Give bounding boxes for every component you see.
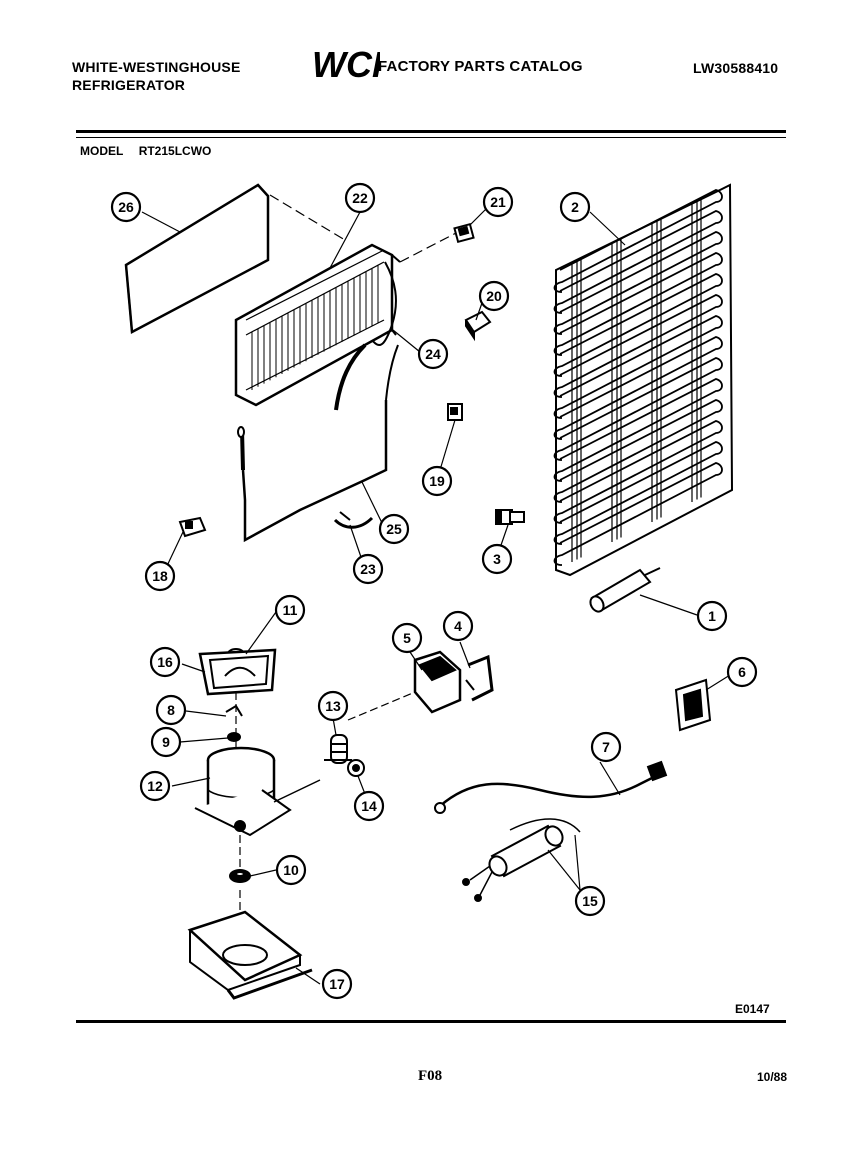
callout-label: 23 [360,561,376,577]
part-17-base [187,910,313,1000]
callout-label: 18 [152,568,168,584]
part-21-clip [453,222,475,244]
part-18-clip [178,516,207,538]
part-25-capillary [237,400,388,543]
part-9-washer [227,732,241,742]
catalog-title: FACTORY PARTS CATALOG [378,58,583,75]
callout-label: 1 [708,608,716,624]
footer-rule [76,1020,786,1023]
page-number: F08 [418,1068,443,1084]
brand-block: WHITE-WESTINGHOUSE REFRIGERATOR [72,58,240,94]
part-1-drier [589,567,661,613]
callout-3: 3 [481,543,513,575]
callout-label: 13 [325,698,341,714]
callout-label: 14 [361,798,377,814]
callout-label: 19 [429,473,445,489]
callout-leaders [141,204,731,985]
leader-13-5 [347,689,421,721]
callout-10: 10 [275,854,307,886]
part-26-panel [124,183,270,334]
callout-2: 2 [559,191,591,223]
callout-26: 26 [110,191,142,223]
callout-21: 21 [482,186,514,218]
callout-label: 25 [386,521,402,537]
callout-16: 16 [149,646,181,678]
callout-8: 8 [155,694,187,726]
callout-14: 14 [353,790,385,822]
callout-label: 3 [493,551,501,567]
part-7-cord [434,760,668,814]
callout-label: 15 [582,893,598,909]
brand-line-1: WHITE-WESTINGHOUSE [72,59,241,75]
callout-label: 5 [403,630,411,646]
callout-11: 11 [274,594,306,626]
callout-9: 9 [150,726,182,758]
part-10-grommet [229,835,251,883]
callout-20: 20 [478,280,510,312]
part-13-relay [324,734,352,764]
leader-26-22 [269,194,346,241]
callout-4: 4 [442,610,474,642]
callout-label: 17 [329,976,345,992]
brand-line-2: REFRIGERATOR [72,77,186,93]
part-20-bracket [464,310,492,342]
part-23-clamp [333,511,374,529]
callout-label: 2 [571,199,579,215]
part-8-clip [225,704,243,717]
callout-12: 12 [139,770,171,802]
callout-label: 16 [157,654,173,670]
part-16-tray [198,648,277,696]
model-label: MODEL [80,144,124,158]
callout-label: 22 [352,190,368,206]
part-12-compressor [194,746,321,837]
figure-code: E0147 [735,1002,770,1016]
callout-5: 5 [391,622,423,654]
logo-text: WCI [312,44,380,84]
callout-label: 12 [147,778,163,794]
header-rule-bottom [76,137,786,138]
part-19-clip [447,403,463,421]
callout-label: 9 [162,734,170,750]
leader-22-21 [399,231,459,263]
callout-label: 21 [490,194,506,210]
part-14-cap [347,759,365,777]
callout-24: 24 [417,338,449,370]
doc-number: LW30588410 [693,60,779,76]
callout-label: 26 [118,199,134,215]
callout-label: 20 [486,288,502,304]
header-rule-top [76,130,786,133]
callout-1: 1 [696,600,728,632]
callout-7: 7 [590,731,622,763]
part-4-clip [465,654,494,702]
part-5-cover [413,650,462,714]
callout-25: 25 [378,513,410,545]
part-24-tube [334,261,399,411]
part-3-clip [495,509,525,525]
part-15-capacitor [462,818,581,902]
model-line: MODEL RT215LCWO [80,144,223,158]
callout-23: 23 [352,553,384,585]
callout-17: 17 [321,968,353,1000]
callout-label: 8 [167,702,175,718]
callout-label: 4 [454,618,462,634]
model-value: RT215LCWO [138,144,212,158]
callout-label: 24 [425,346,441,362]
callout-6: 6 [726,656,758,688]
part-2-condenser [553,183,734,577]
callout-13: 13 [317,690,349,722]
part-6-bracket [674,678,712,732]
part-22-evaporator [234,243,401,407]
callout-label: 7 [602,739,610,755]
wci-logo: WCI [310,44,383,85]
callout-19: 19 [421,465,453,497]
catalog-date: 10/88 [757,1070,788,1084]
callout-15: 15 [574,885,606,917]
callout-label: 11 [283,602,298,618]
callout-label: 10 [283,862,299,878]
callout-label: 6 [738,664,746,680]
callout-18: 18 [144,560,176,592]
callout-22: 22 [344,182,376,214]
